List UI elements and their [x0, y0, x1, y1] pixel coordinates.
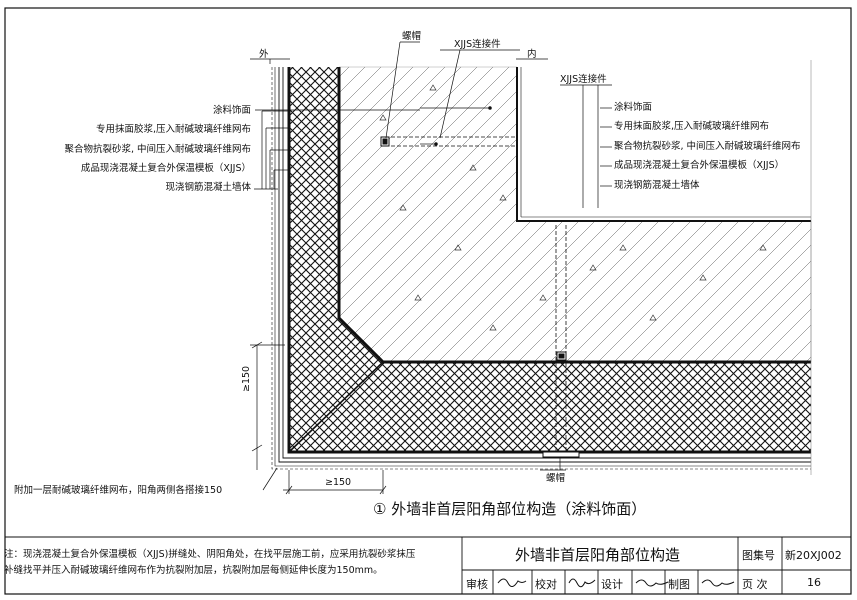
- page-label: 页 次: [742, 578, 768, 591]
- right-leaders: [560, 84, 612, 208]
- connector-label: XJJS连接件: [454, 39, 501, 50]
- concrete-wall: [338, 66, 812, 363]
- mesh-note: 附加一层耐碱玻璃纤维网布，阳角两侧各搭接150: [14, 485, 223, 496]
- inside-label: 内: [527, 49, 537, 60]
- note-line-1: 注：现浇混凝土复合外保温模板（XJJS)拼缝处、阴阳角处，在找平层施工前，应采用…: [4, 549, 416, 560]
- right-layer-5: 现浇钢筋混凝土墙体: [614, 180, 700, 191]
- draw-label: 制图: [668, 578, 690, 591]
- left-layer-4: 成品现浇混凝土复合外保温模板（XJJS）: [80, 163, 251, 174]
- finish-layers: [271, 60, 812, 475]
- outside-label: 外: [259, 49, 269, 60]
- insulation-board: [287, 67, 811, 454]
- figure-caption: ① 外墙非首层阳角部位构造（涂料饰面）: [373, 500, 647, 518]
- left-layer-5: 现浇钢筋混凝土墙体: [165, 182, 251, 193]
- left-layer-3: 聚合物抗裂砂浆, 中间压入耐碱玻璃纤维网布: [64, 144, 251, 155]
- design-label: 设计: [601, 578, 623, 591]
- bolt-cap-label-bottom: 螺帽: [546, 473, 566, 484]
- bolt-cap-label: 螺帽: [402, 31, 422, 42]
- xjjs-connector: [380, 136, 580, 458]
- dimensions: [250, 341, 387, 495]
- dim-vertical-label: ≥150: [241, 365, 252, 392]
- note-line-2: 补缝找平并压入耐碱玻璃纤维网布作为抗裂附加层，抗裂附加层每侧延伸长度为150mm…: [4, 565, 383, 576]
- note-block: 注：现浇混凝土复合外保温模板（XJJS)拼缝处、阴阳角处，在找平层施工前，应采用…: [4, 547, 415, 579]
- left-layer-2: 专用抹面胶浆,压入耐碱玻璃纤维网布: [95, 124, 251, 135]
- right-layer-2: 专用抹面胶浆,压入耐碱玻璃纤维网布: [614, 121, 770, 132]
- top-leaders: [250, 41, 566, 471]
- review-label: 审核: [466, 578, 488, 591]
- connector-label-right: XJJS连接件: [560, 74, 607, 85]
- title-block: [461, 537, 851, 594]
- page-number: 16: [807, 576, 821, 589]
- check-label: 校对: [535, 578, 557, 591]
- atlas-number: 新20XJ002: [785, 549, 842, 562]
- right-layer-4: 成品现浇混凝土复合外保温模板（XJJS）: [614, 160, 785, 171]
- right-layer-1: 涂料饰面: [614, 102, 653, 113]
- sheet-title: 外墙非首层阳角部位构造: [515, 546, 681, 564]
- left-leaders: [254, 106, 492, 190]
- right-layer-3: 聚合物抗裂砂浆, 中间压入耐碱玻璃纤维网布: [614, 141, 801, 152]
- left-layer-1: 涂料饰面: [212, 105, 251, 116]
- atlas-label: 图集号: [742, 549, 775, 562]
- dim-horizontal-label: ≥150: [325, 477, 352, 488]
